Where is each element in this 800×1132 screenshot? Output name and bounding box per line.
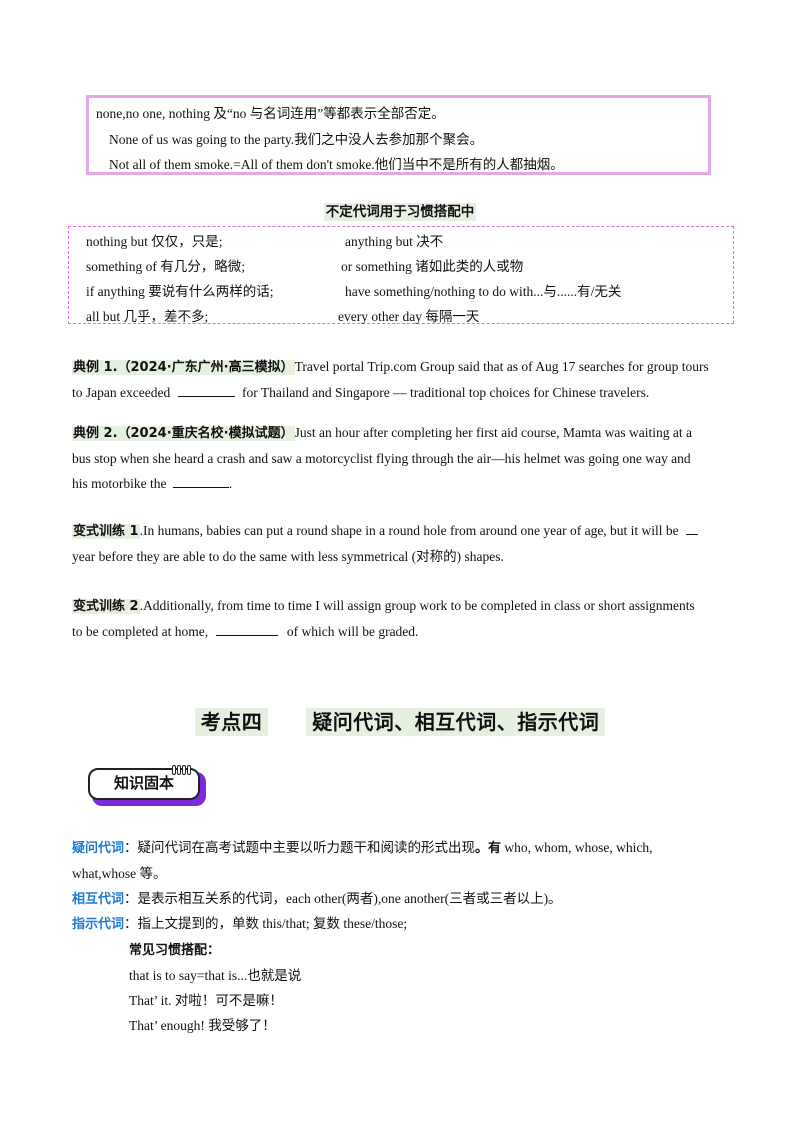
common-collocations: 常见习惯搭配： that is to say=that is...也就是说 Th… (129, 937, 789, 1038)
example-2-label: 典例 2.（2024·重庆名校·模拟试题） (72, 426, 295, 441)
collocation-right-3: have something/nothing to do with...与...… (345, 284, 622, 299)
drill-2: 变式训练 2.Additionally, from time to time I… (72, 598, 695, 639)
collocation-right-2: or something 诸如此类的人或物 (341, 259, 524, 274)
interrogative-pronouns: 疑问代词：疑问代词在高考试题中主要以听力题干和阅读的形式出现。有 who, wh… (72, 840, 653, 881)
collocation-right-1: anything but 决不 (345, 234, 444, 249)
collocation-left-1: nothing but 仅仅，只是; (86, 234, 223, 249)
topic-4-heading: 考点四疑问代词、相互代词、指示代词 (0, 706, 800, 736)
negation-line-3: Not all of them smoke.=All of them don't… (109, 157, 564, 172)
drill-2-label: 变式训练 2 (72, 599, 140, 614)
example-1: 典例 1.（2024·广东广州·高三模拟）Travel portal Trip.… (72, 359, 709, 400)
reciprocal-label: 相互代词 (72, 892, 125, 907)
demonstrative-label: 指示代词 (72, 917, 125, 932)
common-collocations-title: 常见习惯搭配： (129, 943, 221, 958)
phrase-1: that is to say=that is...也就是说 (129, 968, 302, 983)
reciprocal-pronouns: 相互代词：是表示相互关系的代词，each other(两者),one anoth… (72, 891, 562, 907)
answer-blank[interactable] (172, 475, 229, 488)
negation-note-box: none,no one, nothing 及“no 与名词连用”等都表示全部否定… (86, 95, 711, 175)
drill-1-label: 变式训练 1 (72, 524, 140, 539)
example-2: 典例 2.（2024·重庆名校·模拟试题）Just an hour after … (72, 425, 692, 491)
answer-blank[interactable] (177, 384, 235, 397)
phrase-2: That’ it. 对啦！可不是嘛！ (129, 993, 283, 1008)
knowledge-badge: 知识固本 (88, 765, 206, 806)
collocation-left-3: if anything 要说有什么两样的话; (86, 284, 274, 299)
collocation-left-4: all but 几乎，差不多; (86, 309, 209, 324)
collocation-right-4: every other day 每隔一天 (338, 309, 480, 324)
collocations-title: 不定代词用于习惯搭配中 (323, 203, 477, 221)
binder-rings-icon (172, 762, 200, 775)
collocations-box: nothing but 仅仅，只是; anything but 决不 somet… (68, 226, 734, 324)
answer-blank[interactable] (216, 623, 279, 636)
example-1-label: 典例 1.（2024·广东广州·高三模拟） (72, 360, 295, 375)
drill-1: 变式训练 1.In humans, babies can put a round… (72, 518, 732, 569)
badge-label: 知识固本 (88, 768, 200, 800)
interrogative-label: 疑问代词 (72, 841, 125, 856)
phrase-3: That’ enough! 我受够了！ (129, 1018, 276, 1033)
demonstrative-pronouns: 指示代词：指上文提到的，单数 this/that; 复数 these/those… (72, 916, 408, 932)
collocation-left-2: something of 有几分，略微; (86, 259, 245, 274)
answer-blank[interactable] (686, 522, 699, 535)
negation-line-1: none,no one, nothing 及“no 与名词连用”等都表示全部否定… (96, 106, 445, 121)
negation-line-2: None of us was going to the party.我们之中没人… (109, 132, 484, 147)
